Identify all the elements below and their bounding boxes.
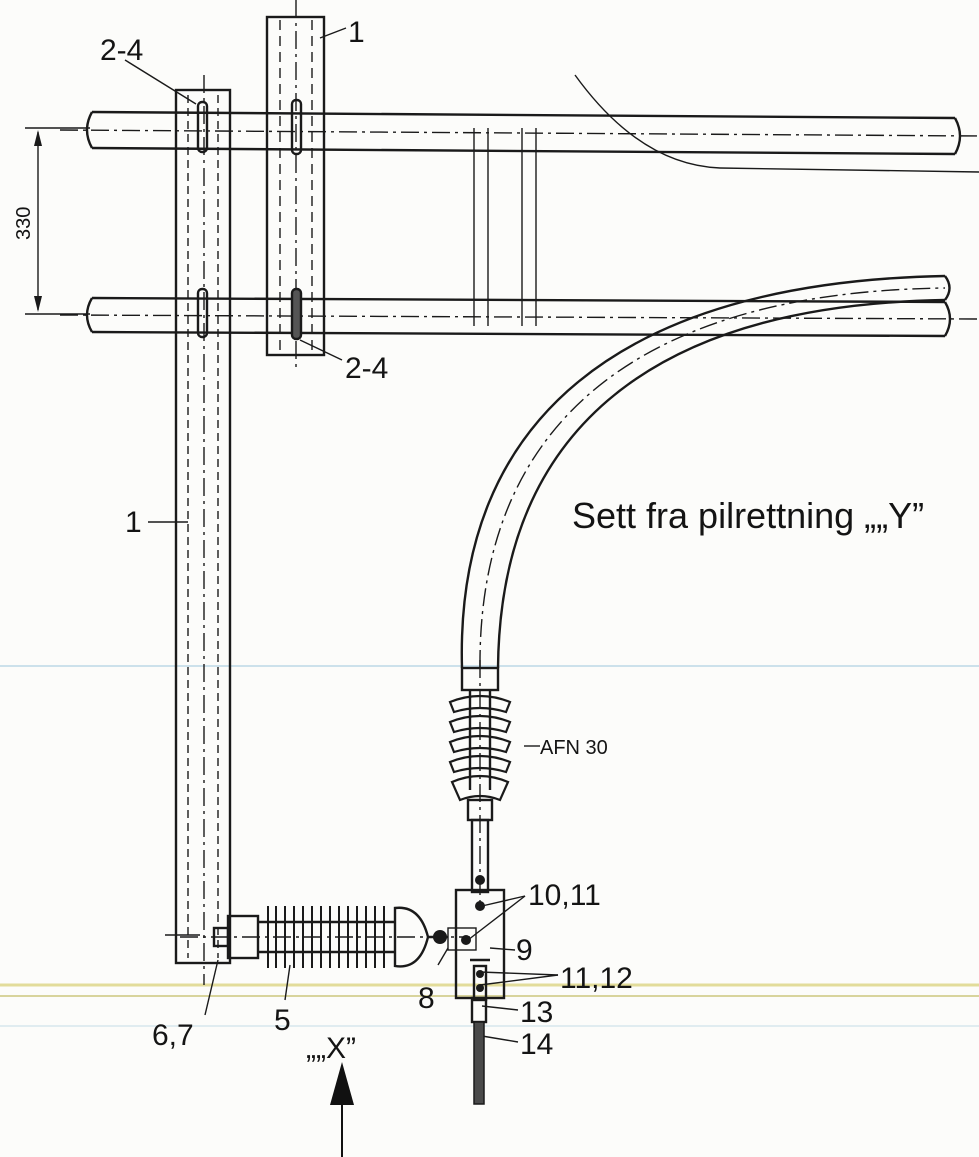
dimension-text: 330 — [13, 207, 35, 240]
label-13: 13 — [520, 996, 553, 1029]
drawing-title: Sett fra pilrettning „„Y” — [572, 495, 924, 536]
u-bolts — [196, 98, 303, 341]
label-5: 5 — [274, 1004, 291, 1037]
label-afn-30: AFN 30 — [540, 737, 608, 759]
label-2-4-mid: 2-4 — [345, 352, 388, 385]
vertical-insulator — [448, 660, 512, 905]
leader-lines — [124, 27, 559, 1043]
label-8: 8 — [418, 982, 435, 1015]
horizontal-insulator — [180, 906, 470, 968]
pipe-strut — [473, 128, 537, 326]
label-view-x: „„X” — [306, 1032, 356, 1065]
dimension-330 — [25, 127, 90, 315]
ground-strap — [470, 996, 488, 1105]
label-1-top: 1 — [348, 16, 365, 49]
view-arrow-x — [330, 1062, 354, 1157]
label-6-7: 6,7 — [152, 1019, 194, 1052]
label-1-left: 1 — [125, 506, 142, 539]
label-2-4-top: 2-4 — [100, 34, 143, 67]
curved-conductor — [460, 274, 951, 669]
label-9: 9 — [516, 934, 533, 967]
label-10-11: 10,11 — [528, 879, 601, 912]
label-11-12: 11,12 — [560, 962, 633, 995]
top-pipe — [59, 110, 979, 156]
background-arc — [574, 74, 979, 173]
left-post — [165, 75, 232, 985]
label-14: 14 — [520, 1028, 553, 1061]
